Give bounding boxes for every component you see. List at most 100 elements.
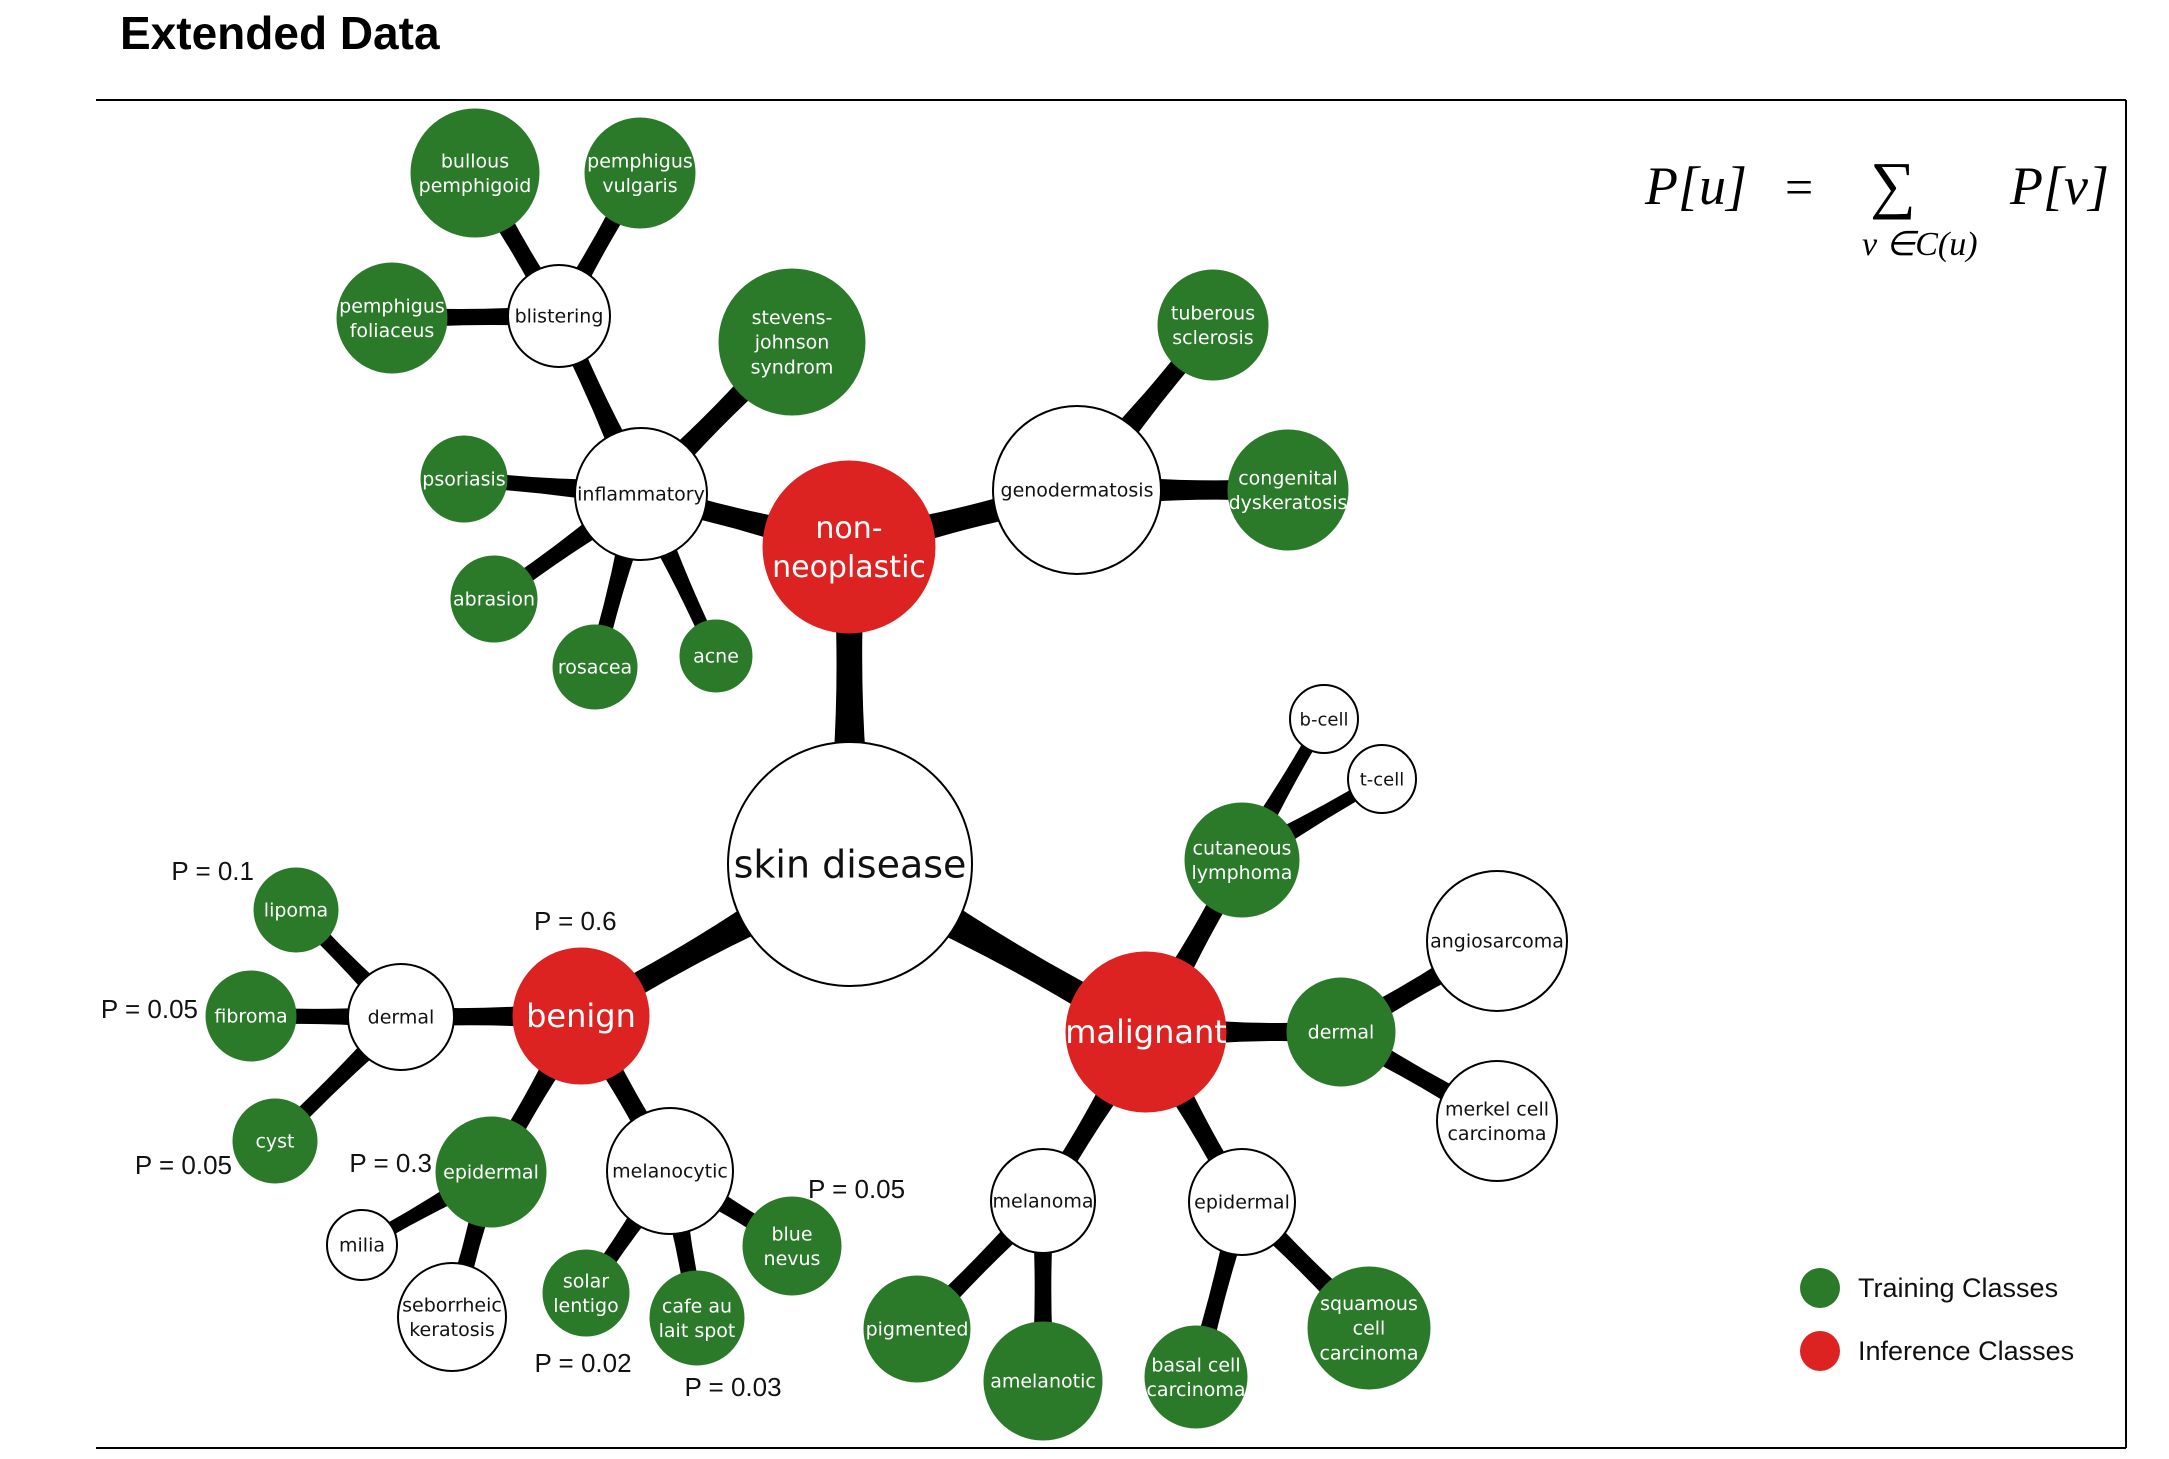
probability-label-cyst: P = 0.05: [135, 1150, 232, 1180]
node-label-pvulgaris: vulgaris: [602, 175, 677, 197]
node-tcell: t-cell: [1347, 744, 1417, 814]
node-acne: acne: [679, 619, 753, 693]
node-label-solar: lentigo: [553, 1295, 618, 1317]
node-label-milia: milia: [339, 1235, 385, 1257]
formula-equals: =: [1785, 159, 1813, 215]
probability-label-solar: P = 0.02: [534, 1348, 631, 1378]
node-label-pfoliaceus: pemphigus: [339, 295, 445, 317]
node-label-congenital: congenital: [1238, 467, 1338, 489]
probability-label-lipoma: P = 0.1: [171, 856, 254, 886]
node-circle-melanoma: [990, 1148, 1096, 1254]
node-label-abrasion: abrasion: [453, 589, 535, 611]
node-label-cafe: lait spot: [659, 1320, 736, 1342]
node-circle-milia: [326, 1209, 398, 1281]
node-circle-solar: [542, 1249, 630, 1337]
node-blistering: blistering: [507, 264, 611, 368]
propagation-formula: P[u] = ∑ P[v] v ∈C(u): [1644, 149, 2109, 263]
node-circle-seborrheic: [397, 1262, 507, 1372]
node-congenital: congenital dyskeratosis: [1227, 429, 1349, 551]
node-circle-stevens: [718, 268, 866, 416]
node-circle-genodermatosis: [992, 405, 1162, 575]
node-label-bcell: b-cell: [1300, 709, 1349, 730]
node-label-congenital: dyskeratosis: [1229, 492, 1348, 514]
legend-dot-inference: [1800, 1331, 1840, 1371]
node-label-seborrheic: keratosis: [409, 1319, 495, 1341]
node-label-rosacea: rosacea: [558, 657, 632, 679]
node-rosacea: rosacea: [552, 624, 638, 710]
node-label-blue: nevus: [764, 1248, 821, 1270]
node-label-genodermatosis: genodermatosis: [1001, 480, 1154, 502]
node-circle-tuberous: [1157, 269, 1269, 381]
node-label-cutaneous: lymphoma: [1192, 862, 1293, 884]
node-label-tuberous: sclerosis: [1172, 327, 1253, 349]
node-label-amelanotic: amelanotic: [990, 1371, 1096, 1393]
node-circle-pigmented: [863, 1275, 971, 1383]
formula-lhs: P[u]: [1644, 156, 1747, 216]
probability-label-fibroma: P = 0.05: [101, 994, 198, 1024]
node-circle-merkel: [1436, 1060, 1558, 1182]
probability-label-epidermal_b: P = 0.3: [349, 1148, 432, 1178]
node-nonneoplastic: non-neoplastic: [762, 460, 936, 634]
node-label-angiosarcoma: angiosarcoma: [1430, 931, 1564, 953]
node-psoriasis: psoriasis: [420, 435, 508, 523]
node-pigmented: pigmented: [863, 1275, 971, 1383]
node-circle-angiosarcoma: [1426, 870, 1568, 1012]
node-label-cafe: cafe au: [662, 1295, 732, 1317]
node-label-merkel: merkel cell: [1445, 1098, 1549, 1120]
node-circle-lipoma: [253, 867, 339, 953]
node-circle-amelanotic: [983, 1321, 1103, 1441]
node-label-seborrheic: seborrheic: [402, 1294, 502, 1316]
node-label-epidermal_b: epidermal: [443, 1162, 539, 1184]
node-label-blistering: blistering: [515, 306, 604, 328]
probability-label-blue: P = 0.05: [808, 1174, 905, 1204]
node-label-blue: blue: [771, 1223, 812, 1245]
node-cyst: cyst: [232, 1098, 318, 1184]
node-circle-pvulgaris: [584, 117, 696, 229]
node-label-squamous: cell: [1353, 1318, 1386, 1340]
node-label-squamous: carcinoma: [1319, 1342, 1418, 1364]
node-label-benign: benign: [526, 997, 636, 1035]
node-circle-dermal_b: [347, 963, 455, 1071]
node-label-cutaneous: cutaneous: [1193, 837, 1292, 859]
node-circle-cyst: [232, 1098, 318, 1184]
node-circle-abrasion: [450, 555, 538, 643]
node-label-nonneoplastic: neoplastic: [772, 550, 926, 585]
node-benign: benign: [512, 947, 650, 1085]
node-circle-root: [727, 741, 973, 987]
node-circle-dermal_m: [1286, 977, 1396, 1087]
node-label-stevens: syndrom: [751, 356, 834, 378]
node-label-stevens: stevens-: [752, 307, 833, 329]
node-malignant: malignant: [1065, 951, 1227, 1113]
node-label-pvulgaris: pemphigus: [587, 150, 693, 172]
node-circle-malignant: [1065, 951, 1227, 1113]
probability-label-cafe: P = 0.03: [684, 1372, 781, 1402]
node-circle-epidermal_b: [435, 1116, 547, 1228]
node-lipoma: lipoma: [253, 867, 339, 953]
legend-label-inference: Inference Classes: [1858, 1336, 2074, 1366]
node-root: skin disease: [727, 741, 973, 987]
node-circle-bcell: [1289, 684, 1359, 754]
node-cutaneous: cutaneous lymphoma: [1184, 802, 1300, 918]
node-circle-squamous: [1307, 1266, 1431, 1390]
node-label-acne: acne: [693, 646, 739, 668]
node-angiosarcoma: angiosarcoma: [1426, 870, 1568, 1012]
node-label-dermal_b: dermal: [368, 1007, 435, 1029]
node-circle-pfoliaceus: [336, 262, 448, 374]
node-epidermal_b: epidermal: [435, 1116, 547, 1228]
node-fibroma: fibroma: [205, 970, 297, 1062]
node-label-stevens: johnson: [754, 332, 830, 354]
node-label-nonneoplastic: non-: [815, 511, 882, 546]
legend-label-training: Training Classes: [1858, 1273, 2058, 1303]
node-label-psoriasis: psoriasis: [422, 469, 505, 491]
node-circle-tcell: [1347, 744, 1417, 814]
node-circle-basal: [1144, 1325, 1248, 1429]
node-circle-blistering: [507, 264, 611, 368]
node-label-basal: carcinoma: [1146, 1379, 1245, 1401]
node-circle-nonneoplastic: [762, 460, 936, 634]
formula-sum-symbol: ∑: [1870, 149, 1916, 220]
node-circle-inflammatory: [574, 427, 708, 561]
node-label-inflammatory: inflammatory: [577, 484, 705, 506]
